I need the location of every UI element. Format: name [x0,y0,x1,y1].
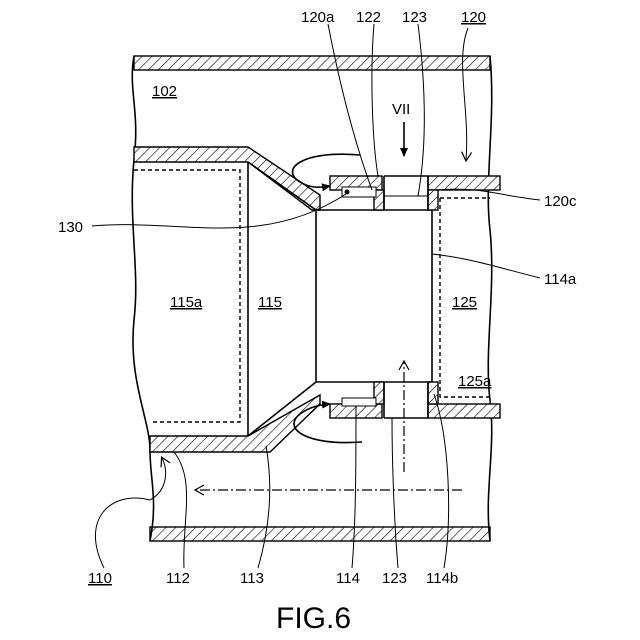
label-110: 110 [88,570,112,587]
label-113: 113 [240,570,264,587]
leader-123-bottom [392,418,398,568]
member-120-upper [330,176,500,210]
label-130: 130 [58,219,83,236]
leader-113 [258,446,270,568]
upper-flange-right [428,190,438,210]
label-112: 112 [166,570,190,587]
seal-dot [345,190,350,195]
upper-casing-wall [134,147,320,210]
duct-left-break [132,56,153,541]
label-115a: 115a [170,294,203,311]
leader-114b [434,394,449,568]
label-115: 115 [258,294,282,311]
label-VII: VII [392,101,410,118]
label-125a: 125a [458,373,492,390]
label-114: 114 [336,570,360,587]
leader-120a [328,24,372,190]
label-120a: 120a [301,9,335,26]
label-122: 122 [356,9,381,26]
leader-114a [432,254,540,278]
duct-bottom-wall [150,527,490,541]
label-120c: 120c [544,193,577,210]
leader-114 [352,406,356,568]
label-125: 125 [452,294,477,311]
leader-120 [463,28,468,160]
label-114a: 114a [544,271,577,288]
duct-top-wall [134,56,490,70]
seal-130-lower [342,398,376,406]
leader-123-top [418,24,424,196]
leader-112 [174,452,187,568]
label-123-bottom: 123 [382,570,407,587]
label-120: 120 [461,9,486,26]
figure-caption: FIG.6 [276,602,351,635]
label-102: 102 [152,83,177,100]
leader-122 [372,24,378,176]
leader-110 [95,458,165,568]
label-123-top: 123 [402,9,427,26]
label-114b: 114b [426,570,458,587]
duct-right-break [488,56,491,541]
upper-ring-right [428,176,500,190]
